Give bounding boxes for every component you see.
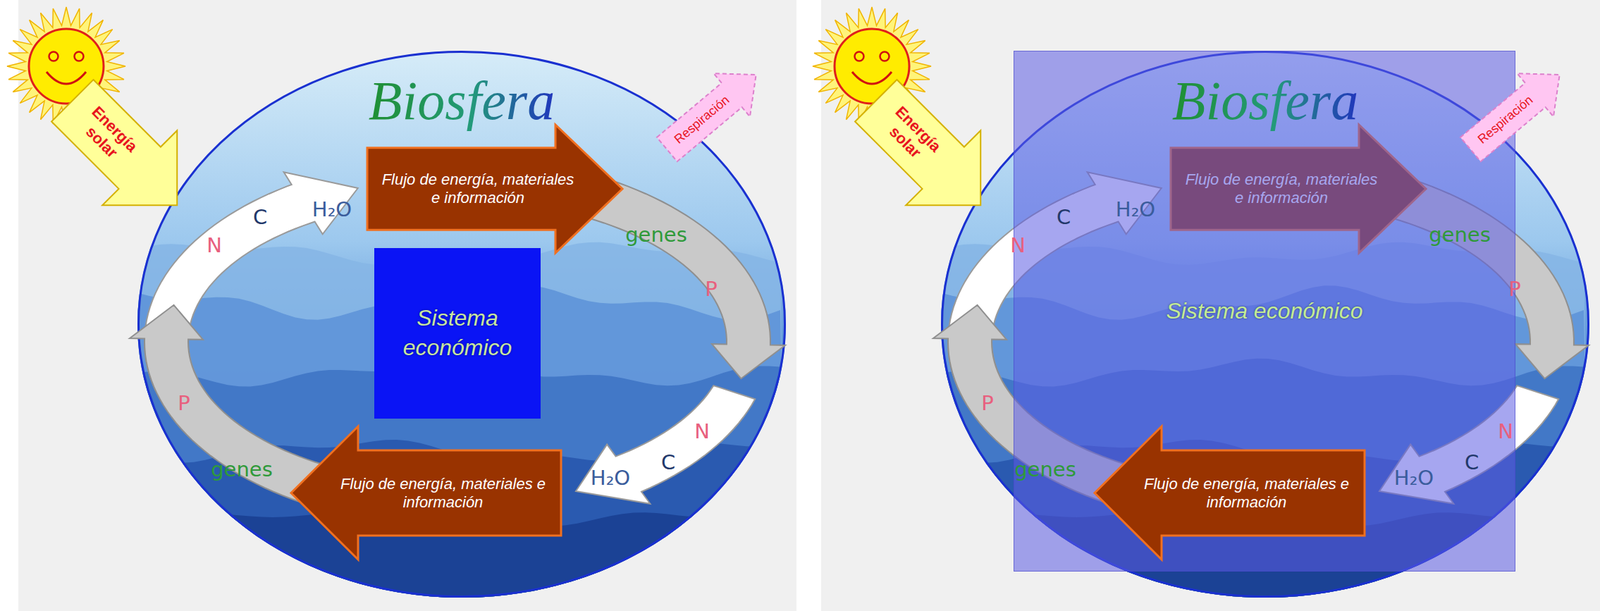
mountain-ridge	[940, 285, 1590, 598]
sun-eye	[49, 52, 59, 62]
mountain-ridge	[137, 242, 786, 598]
panel	[18, 0, 797, 611]
sun-eye	[880, 52, 890, 62]
node-text: Respiración	[665, 87, 739, 153]
node-text: Flujo de energía, materiales e informaci…	[1136, 474, 1357, 512]
cycle-arrow	[1379, 385, 1559, 504]
cycle-arrow	[129, 305, 357, 514]
mountain-ridge	[137, 512, 786, 598]
sky	[137, 50, 786, 598]
mountain-ridge	[137, 358, 786, 598]
cycle-arrow	[933, 305, 1161, 514]
cycle-arrow	[527, 162, 786, 379]
sun-eye	[854, 52, 865, 62]
flow-arrow: Flujo de energía, materiales e informaci…	[367, 124, 623, 254]
node-text: Biosfera	[1167, 70, 1363, 132]
node-text: Biosfera	[364, 70, 559, 132]
node-text: Sistema económico	[382, 303, 533, 363]
node-text: Flujo de energía, materiales e informaci…	[375, 170, 581, 208]
flow-arrow: Flujo de energía, materiales e informaci…	[291, 426, 562, 560]
biosphere-outline	[942, 52, 1589, 598]
sky	[940, 50, 1590, 598]
mountain-ridge	[940, 512, 1590, 598]
cycle-arrow	[1330, 162, 1589, 379]
flow-arrow-outline	[1094, 426, 1365, 560]
respiration-arrow-outline	[1452, 52, 1579, 171]
mountain-ridge	[940, 242, 1590, 598]
panel	[821, 0, 1600, 611]
respiration-arrow-outline	[649, 52, 775, 171]
node-text: Sistema económico	[1022, 296, 1507, 327]
flow-arrow: Flujo de energía, materiales e informaci…	[1094, 426, 1365, 560]
mountain-ridge	[940, 439, 1590, 598]
cycle-arrow	[575, 385, 755, 504]
mountain-ridge	[940, 358, 1590, 598]
node-text: Flujo de energía, materiales e informaci…	[333, 474, 553, 512]
economic-system-box: Sistema económico	[374, 248, 541, 419]
sun-smile	[46, 71, 86, 84]
biosphere-outline	[138, 52, 786, 598]
sun-smile	[852, 71, 892, 84]
sun-eye	[74, 52, 84, 62]
